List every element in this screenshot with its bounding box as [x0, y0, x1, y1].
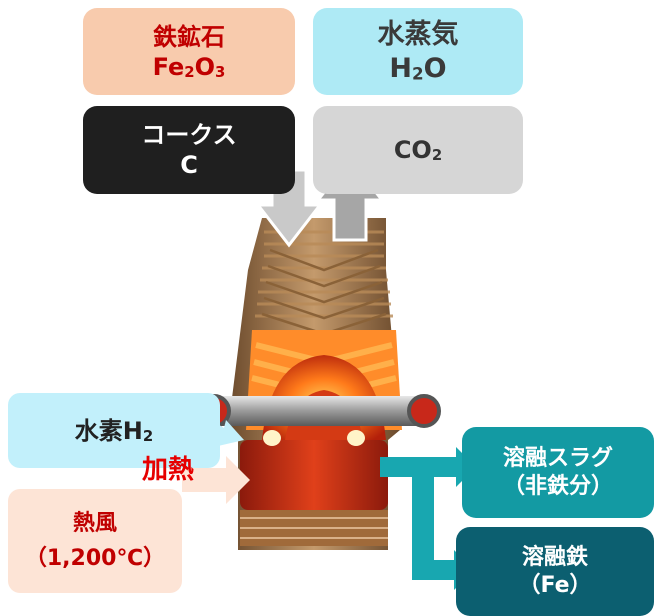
- molten-iron-box: 溶融鉄 （Fe）: [456, 527, 654, 616]
- hot-air-temp: （1,200℃）: [24, 546, 166, 571]
- heat-arrow: [182, 456, 250, 504]
- co2-formula: CO2: [393, 136, 443, 165]
- coke-name: コークス: [141, 121, 237, 149]
- molten-slag-sub: （非鉄分）: [502, 473, 613, 499]
- molten-slag-name: 溶融スラグ: [502, 446, 613, 471]
- iron-ore-formula: Fe2O3: [152, 52, 226, 81]
- water-vapor-name: 水蒸気: [377, 18, 459, 50]
- hot-air-name: 熱風: [72, 510, 117, 536]
- water-vapor-formula: H2O: [389, 52, 447, 84]
- water-vapor-box: 水蒸気 H2O: [313, 8, 523, 95]
- coke-formula: C: [180, 151, 198, 179]
- iron-ore-name: 鉄鉱石: [153, 22, 225, 51]
- molten-slag-box: 溶融スラグ （非鉄分）: [462, 427, 654, 518]
- hydrogen-label: 水素H2: [74, 416, 154, 445]
- tuyere-pipe: [197, 394, 441, 446]
- coke-box: コークス C: [83, 106, 295, 194]
- hot-air-box: 熱風 （1,200℃）: [8, 489, 182, 593]
- iron-ore-box: 鉄鉱石 Fe2O3: [83, 8, 295, 95]
- molten-iron-name: 溶融鉄: [521, 545, 588, 570]
- molten-iron-sub: （Fe）: [518, 572, 592, 598]
- co2-box: CO2: [313, 106, 523, 194]
- hydrogen-box: 水素H2: [8, 393, 220, 468]
- heat-label: 加熱: [142, 455, 195, 485]
